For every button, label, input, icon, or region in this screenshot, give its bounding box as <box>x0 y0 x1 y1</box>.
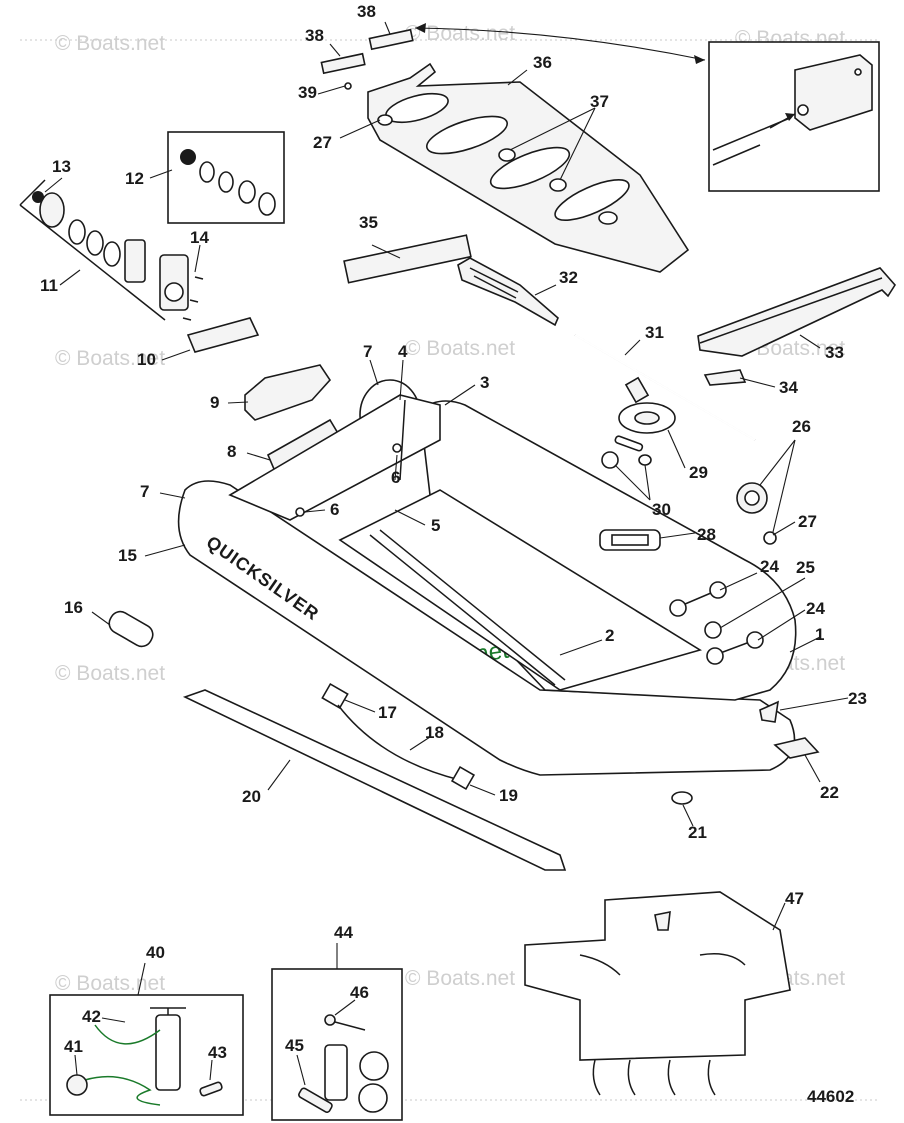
callout-23: 23 <box>848 689 867 708</box>
callout-29: 29 <box>689 463 708 482</box>
strip-part-35 <box>343 234 472 284</box>
callout-38b: 38 <box>357 2 376 21</box>
seat-part-33 <box>697 267 896 357</box>
callout-19: 19 <box>499 786 518 805</box>
callout-32: 32 <box>559 268 578 287</box>
connector-tubes-part-38 <box>320 28 414 90</box>
floorboard-part-36 <box>367 62 690 273</box>
handle-part-16 <box>108 610 154 648</box>
callout-28: 28 <box>697 525 716 544</box>
callout-22: 22 <box>820 783 839 802</box>
callout-41: 41 <box>64 1037 83 1056</box>
valve-assembly-part-11 <box>19 179 204 321</box>
drain-plug-part-21 <box>671 791 693 805</box>
callout-11: 11 <box>40 276 58 295</box>
diagram-number: 44602 <box>807 1087 854 1106</box>
seat-strip-part-34 <box>703 369 747 386</box>
callout-44: 44 <box>334 923 353 942</box>
boat-hull <box>177 379 820 776</box>
keel-strip-part-20 <box>182 689 567 871</box>
valve-kit-inset-part-12 <box>167 131 285 224</box>
background-guides <box>20 39 880 1101</box>
watermark-mid-center: © Boats.net <box>405 337 515 360</box>
oarlock-part-29 <box>618 402 676 434</box>
callout-34: 34 <box>779 378 798 397</box>
watermark-top-left: © Boats.net <box>55 32 165 55</box>
callout-26: 26 <box>792 417 811 436</box>
callout-36: 36 <box>533 53 552 72</box>
callout-31: 31 <box>645 323 664 342</box>
callout-8: 8 <box>227 442 236 461</box>
callout-46: 46 <box>350 983 369 1002</box>
oar-shaft-part-31 <box>574 334 756 441</box>
callout-10: 10 <box>137 350 156 369</box>
callout-16: 16 <box>64 598 83 617</box>
tube-detail-inset <box>708 41 880 192</box>
callout-20: 20 <box>242 787 261 806</box>
callout-40: 40 <box>146 943 165 962</box>
callout-7a: 7 <box>363 342 372 361</box>
watermark-mid-left: © Boats.net <box>55 347 165 370</box>
watermark-lower-left: © Boats.net <box>55 662 165 685</box>
callout-labels: 1 2 3 4 5 6 6 7 7 8 9 10 11 12 13 14 15 … <box>40 2 867 1106</box>
callout-37: 37 <box>590 92 609 111</box>
callout-1: 1 <box>815 625 824 644</box>
callout-13: 13 <box>52 157 71 176</box>
pump-kit-part-40 <box>49 994 244 1116</box>
watermark-bottom-center: © Boats.net <box>405 967 515 990</box>
callout-6b: 6 <box>391 468 400 487</box>
callout-7b: 7 <box>140 482 149 501</box>
transom-pad-part-9 <box>244 364 332 421</box>
callout-4: 4 <box>398 342 408 361</box>
callout-30: 30 <box>652 500 671 519</box>
repair-kit-part-44 <box>271 968 403 1121</box>
callout-24a: 24 <box>760 557 779 576</box>
callout-43: 43 <box>208 1043 227 1062</box>
callout-38a: 38 <box>305 26 324 45</box>
callout-35: 35 <box>359 213 378 232</box>
watermark-top-center: © Boats.net <box>405 22 515 45</box>
callout-47: 47 <box>785 889 804 908</box>
callout-6a: 6 <box>330 500 339 519</box>
callout-2: 2 <box>605 626 614 645</box>
callout-27b: 27 <box>313 133 332 152</box>
callout-9: 9 <box>210 393 219 412</box>
callout-17: 17 <box>378 703 397 722</box>
callout-25: 25 <box>796 558 815 577</box>
oarlock-pins-part-30 <box>601 435 652 469</box>
callout-39: 39 <box>298 83 317 102</box>
watermark-bottom-left: © Boats.net <box>55 972 165 995</box>
leader-tube-to-inset <box>414 27 706 61</box>
cover-part-47 <box>524 891 791 1096</box>
callout-21: 21 <box>688 823 707 842</box>
callout-3: 3 <box>480 373 489 392</box>
callout-5: 5 <box>431 516 440 535</box>
callout-27a: 27 <box>798 512 817 531</box>
callout-12: 12 <box>125 169 144 188</box>
callout-14: 14 <box>190 228 209 247</box>
oar-blade-part-32 <box>457 257 559 327</box>
callout-18: 18 <box>425 723 444 742</box>
callout-15: 15 <box>118 546 137 565</box>
leader-lines <box>44 21 849 1086</box>
inflation-valve-part-26 <box>736 482 777 545</box>
callout-33: 33 <box>825 343 844 362</box>
callout-42: 42 <box>82 1007 101 1026</box>
patch-part-10 <box>186 317 260 353</box>
rope-part-18 <box>321 682 476 791</box>
callout-24b: 24 <box>806 599 825 618</box>
callout-45: 45 <box>285 1036 304 1055</box>
